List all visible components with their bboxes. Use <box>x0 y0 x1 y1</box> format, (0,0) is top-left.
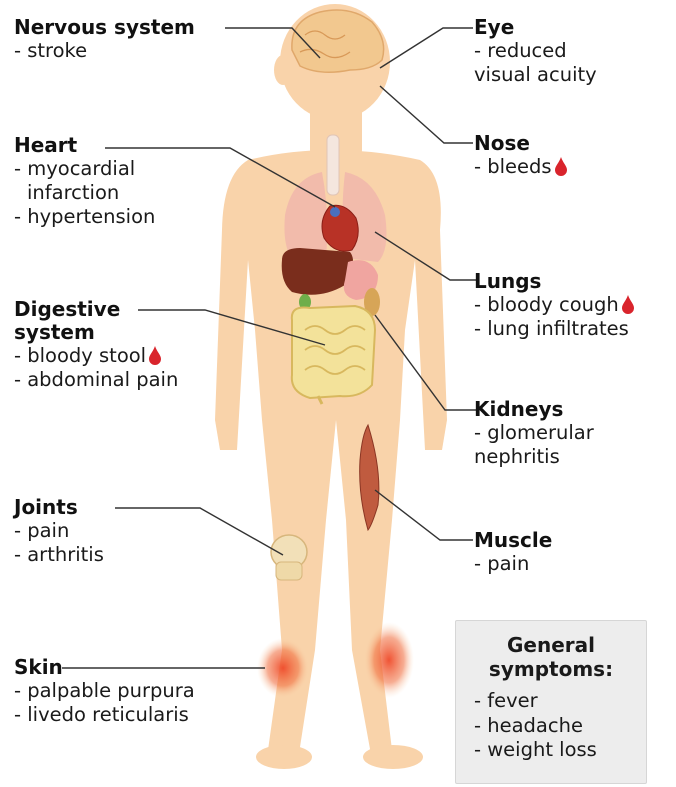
joints-symptom: - arthritis <box>14 543 104 567</box>
callout-nervous-system: Nervous system - stroke <box>14 16 195 63</box>
digestive-system-symptom: - abdominal pain <box>14 368 178 392</box>
kidneys-symptom: nephritis <box>474 445 594 469</box>
general-symptom: - fever <box>474 689 646 714</box>
lungs-symptom: - bloody cough <box>474 293 635 317</box>
kidneys-title: Kidneys <box>474 398 594 421</box>
trachea <box>327 135 339 195</box>
knee-joint <box>271 535 307 580</box>
digestive-system-symptom: - bloody stool <box>14 344 178 368</box>
eye-symptom: - reduced <box>474 39 597 63</box>
kidneys-symptom: - glomerular <box>474 421 594 445</box>
nose-title: Nose <box>474 132 568 155</box>
skin-title: Skin <box>14 656 195 679</box>
skin-symptom: - palpable purpura <box>14 679 195 703</box>
heart-title: Heart <box>14 134 155 157</box>
general-symptom: - headache <box>474 714 646 739</box>
heart-symptom: infarction <box>14 181 155 205</box>
muscle-symptom: - pain <box>474 552 552 576</box>
digestive-system-title-line2: system <box>14 321 178 344</box>
blood-drop-icon <box>148 345 162 365</box>
nose-symptom: - bleeds <box>474 155 568 179</box>
muscle-title: Muscle <box>474 529 552 552</box>
general-symptoms-box: Generalsymptoms: - fever - headache - we… <box>455 620 647 784</box>
callout-eye: Eye - reduced visual acuity <box>474 16 597 87</box>
callout-nose: Nose - bleeds <box>474 132 568 179</box>
digestive-system-title: Digestive <box>14 298 178 321</box>
heart-symptom: - myocardial <box>14 157 155 181</box>
callout-heart: Heart - myocardial infarction - hyperten… <box>14 134 155 229</box>
heart-symptom: - hypertension <box>14 205 155 229</box>
callout-skin: Skin - palpable purpura - livedo reticul… <box>14 656 195 727</box>
joints-title: Joints <box>14 496 104 519</box>
eye-symptom: visual acuity <box>474 63 597 87</box>
lungs-title: Lungs <box>474 270 635 293</box>
skin-symptom: - livedo reticularis <box>14 703 195 727</box>
blood-drop-icon <box>621 294 635 314</box>
general-symptom: - weight loss <box>474 738 646 763</box>
callout-lungs: Lungs - bloody cough - lung infiltrates <box>474 270 635 341</box>
nervous-system-symptom: - stroke <box>14 39 195 63</box>
callout-muscle: Muscle - pain <box>474 529 552 576</box>
eye-title: Eye <box>474 16 597 39</box>
callout-digestive-system: Digestive system - bloody stool - abdomi… <box>14 298 178 392</box>
general-symptoms-title: Generalsymptoms: <box>456 633 646 681</box>
lungs-symptom: - lung infiltrates <box>474 317 635 341</box>
intestines-organ <box>292 306 375 404</box>
skin-rash-right <box>364 622 414 698</box>
callout-joints: Joints - pain - arthritis <box>14 496 104 567</box>
callout-kidneys: Kidneys - glomerular nephritis <box>474 398 594 469</box>
blood-drop-icon <box>554 156 568 176</box>
nervous-system-title: Nervous system <box>14 16 195 39</box>
joints-symptom: - pain <box>14 519 104 543</box>
